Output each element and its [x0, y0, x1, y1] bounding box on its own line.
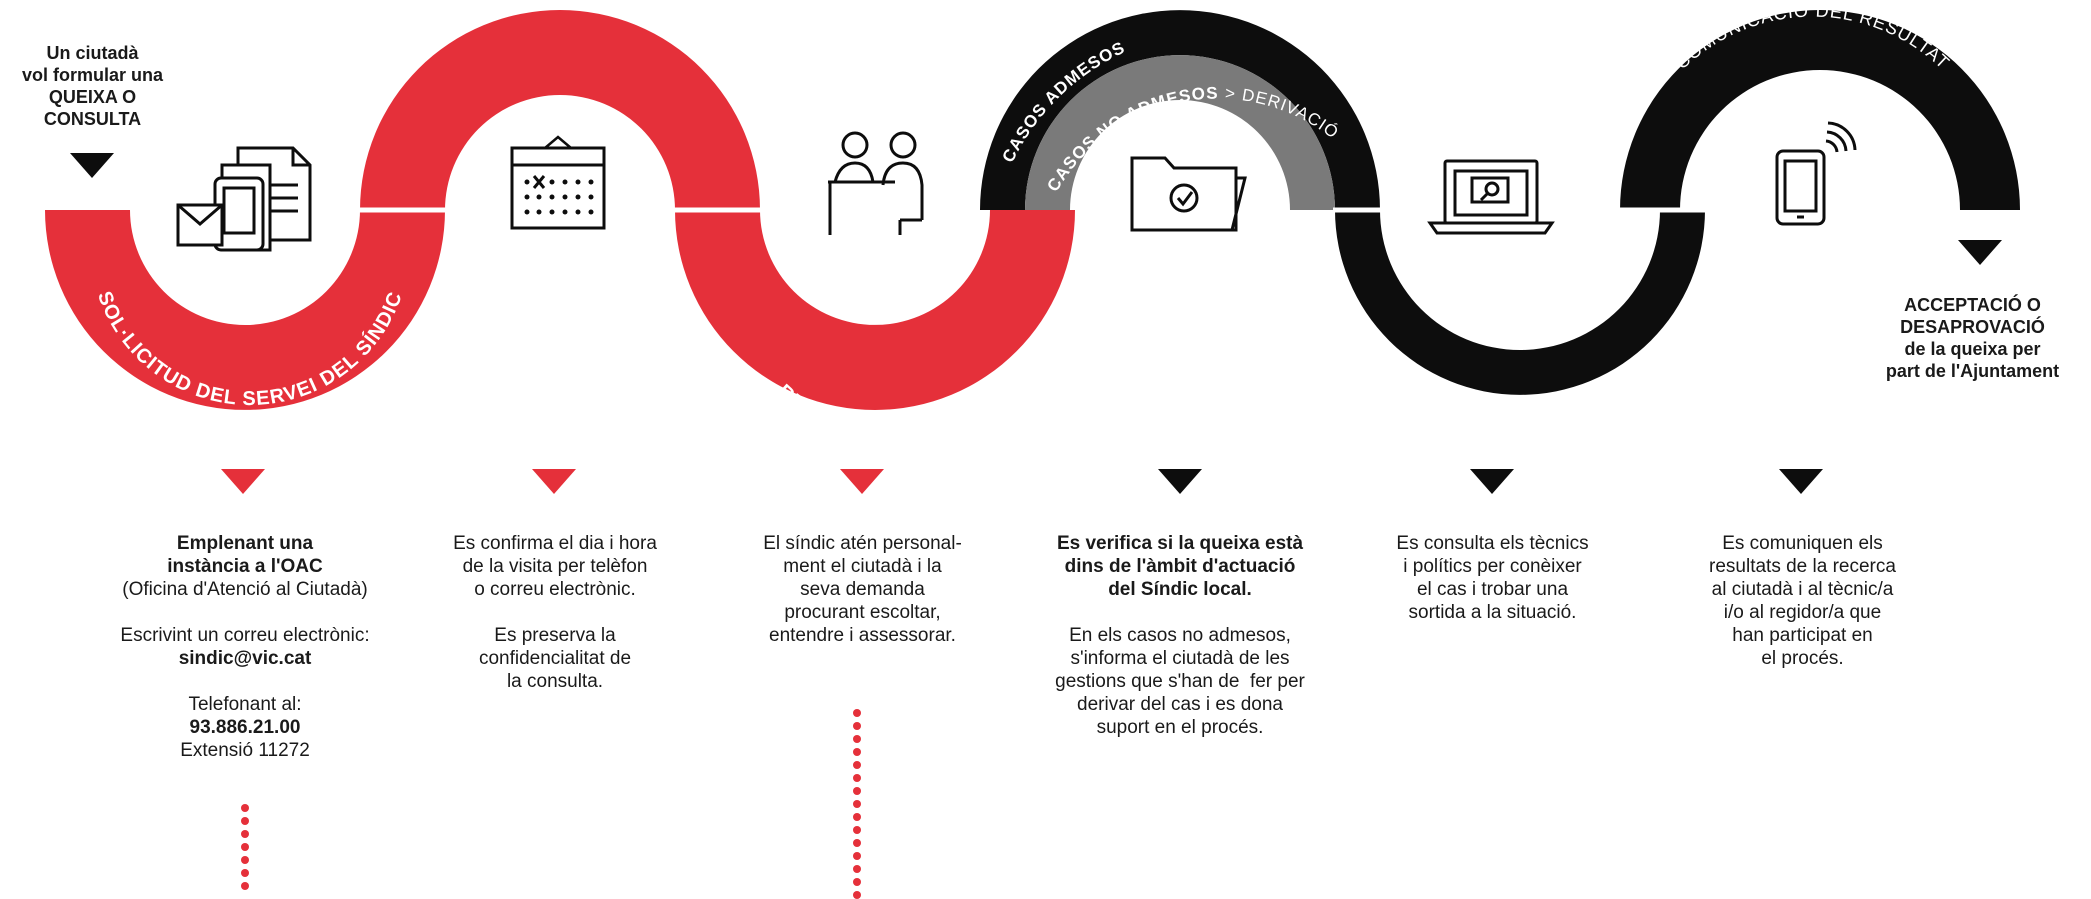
description-line: Es preserva la [494, 625, 616, 646]
description-line: de la visita per telèfon [462, 556, 648, 577]
calendar-icon [510, 135, 606, 230]
stage-label-investigacio: INVESTIGACIÓ DEL CAS [1410, 281, 1629, 333]
end-line: DESAPROVACIÓ [1900, 317, 2045, 337]
start-arrow [70, 153, 114, 178]
description-line: sortida a la situació. [1408, 602, 1577, 623]
description-line: En els casos no admesos, [1069, 625, 1291, 646]
description-comunicacio: Es comuniquen els resultats de la recerc… [1685, 532, 1920, 670]
start-line: vol formular una [21, 65, 164, 85]
description-line: o correu electrònic. [474, 579, 636, 600]
folder-check-icon [1130, 156, 1247, 232]
end-label: ACCEPTACIÓ O DESAPROVACIÓ de la queixa p… [1860, 294, 2085, 382]
stage-arrow-4 [1158, 469, 1202, 494]
description-line: han participat en [1732, 625, 1873, 646]
description-line: dins de l'àmbit d'actuació [1064, 556, 1296, 577]
description-line: del Síndic local. [1108, 579, 1252, 600]
description-line: resultats de la recerca [1709, 556, 1896, 577]
description-sollicitud: Emplenant una instància a l'OAC (Oficina… [95, 532, 395, 762]
stage-band-sollicitud [45, 210, 445, 410]
start-line: Un ciutadà [46, 43, 139, 63]
description-line: Es comuniquen els [1722, 533, 1883, 554]
description-line: el cas i trobar una [1416, 579, 1569, 600]
description-line: el procés. [1761, 648, 1844, 669]
description-confirmacio: Es confirma el dia i hora de la visita p… [430, 532, 680, 693]
stage-band-comunicacio [1620, 10, 2020, 210]
end-arrow [1958, 240, 2002, 265]
description-line: gestions que s'han de fer per [1055, 671, 1305, 692]
description-line: procurant escoltar, [784, 602, 941, 623]
description-line: Es verifica si la queixa està [1056, 533, 1304, 554]
email-link[interactable]: sindic@vic.cat [178, 648, 312, 669]
stage-band-investigacio [1335, 210, 1705, 395]
description-line: la consulta. [506, 671, 604, 692]
svg-text:INVESTIGACIÓ DEL CAS: INVESTIGACIÓ DEL CAS [1410, 281, 1630, 333]
description-admesos: Es verifica si la queixa està dins de l'… [1030, 532, 1330, 739]
description-line: instància a l'OAC [167, 556, 323, 577]
stage-arrow-6 [1779, 469, 1823, 494]
stage-band-reunio [675, 210, 1075, 410]
end-line: de la queixa per [1904, 339, 2041, 359]
description-reunio: El síndic atén personal- ment el ciutadà… [740, 532, 985, 647]
dotted-connector-1 [241, 804, 249, 890]
end-line: ACCEPTACIÓ O [1904, 295, 2041, 315]
description-line: Telefonant al: [188, 694, 302, 715]
stage-band-admesos [980, 10, 1380, 210]
description-line: (Oficina d'Atenció al Ciutadà) [122, 579, 368, 600]
description-line: confidencialitat de [478, 648, 632, 669]
stage-arrow-1 [221, 469, 265, 494]
start-line: QUEIXA O [48, 87, 137, 107]
laptop-search-icon [1427, 159, 1555, 235]
stage-band-no-admesos [1025, 55, 1335, 211]
description-line: Es consulta els tècnics [1396, 533, 1589, 554]
description-line: Extensió 11272 [180, 740, 310, 761]
stage-arrow-3 [840, 469, 884, 494]
description-line: i polítics per conèixer [1403, 556, 1582, 577]
description-line: Escrivint un correu electrònic: [120, 625, 370, 646]
smartphone-signal-icon [1775, 121, 1857, 226]
description-line: entendre i assessorar. [769, 625, 956, 646]
dotted-connector-2 [853, 709, 861, 899]
description-line: al ciutadà i al tècnic/a [1711, 579, 1894, 600]
description-line: s'informa el ciutadà de les [1070, 648, 1290, 669]
start-label: Un ciutadà vol formular una QUEIXA O CON… [0, 42, 185, 130]
stage-band-confirmacio [360, 10, 760, 210]
documents-phone-mail-icon [176, 146, 312, 252]
description-line: suport en el procés. [1096, 717, 1264, 738]
description-line: El síndic atén personal- [763, 533, 962, 554]
description-line: seva demanda [800, 579, 925, 600]
meeting-people-icon [828, 131, 924, 235]
description-line: derivar del cas i es dona [1077, 694, 1283, 715]
end-line: part de l'Ajuntament [1885, 361, 2060, 381]
description-line: ment el ciutadà i la [783, 556, 942, 577]
description-line: i/o al regidor/a que [1723, 602, 1882, 623]
stage-arrow-2 [532, 469, 576, 494]
description-line: Es confirma el dia i hora [453, 533, 657, 554]
description-line: Emplenant una [176, 533, 314, 554]
description-investigacio: Es consulta els tècnics i polítics per c… [1375, 532, 1610, 624]
phone-number[interactable]: 93.886.21.00 [189, 717, 301, 738]
start-line: CONSULTA [43, 109, 142, 129]
stage-arrow-5 [1470, 469, 1514, 494]
